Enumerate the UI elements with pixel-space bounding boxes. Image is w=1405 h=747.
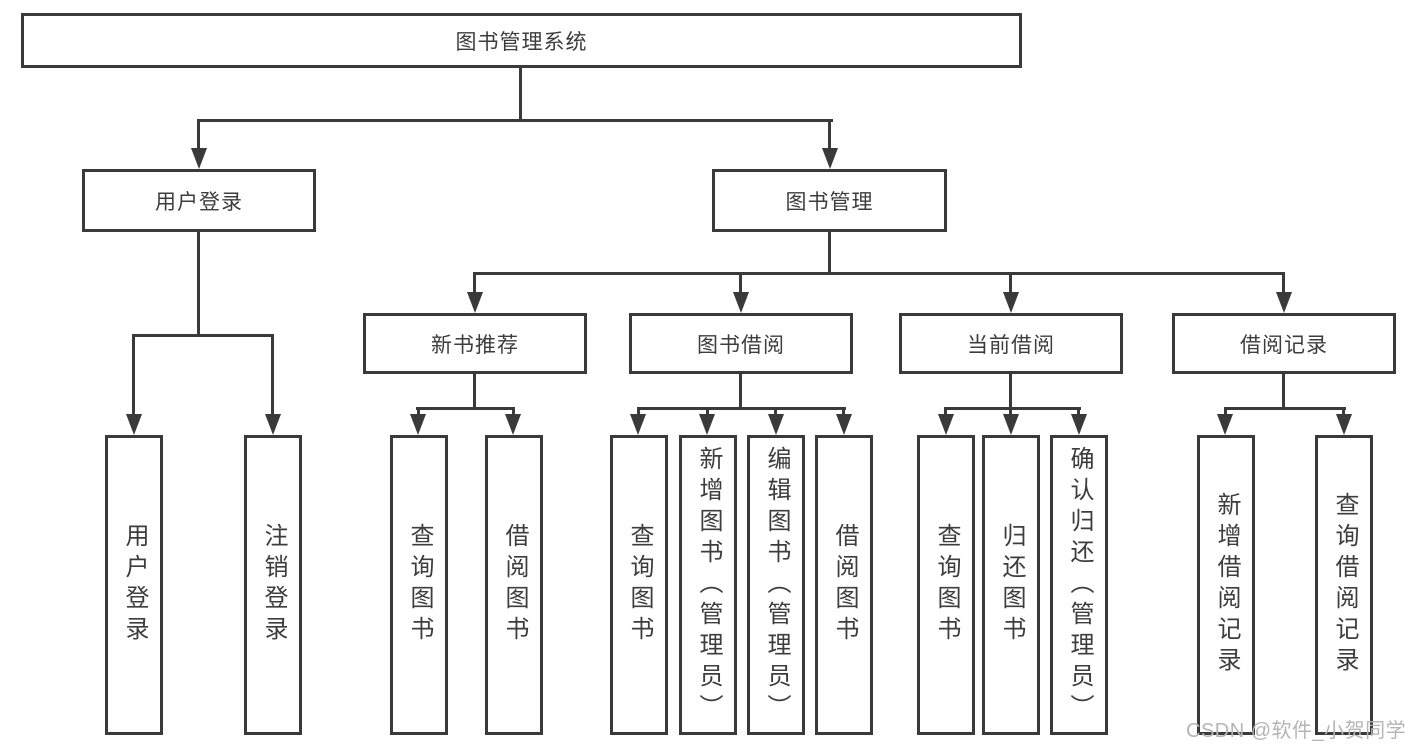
connector-line [706, 407, 709, 416]
connector-line [739, 272, 742, 295]
arrow-down-icon [699, 414, 715, 435]
leaf-logout-label: 注销登录 [260, 523, 287, 647]
arrow-down-icon [1003, 292, 1019, 313]
leaf-query-books-borrow: 查询图书 [610, 435, 668, 735]
node-book-borrowing-label: 图书借阅 [697, 333, 785, 357]
leaf-confirm-return-admin: 确认归还（管理员） [1050, 435, 1108, 735]
leaf-add-books-admin: 新增图书（管理员） [679, 435, 737, 735]
connector-line [828, 232, 831, 274]
leaf-query-books-recommend-label: 查询图书 [406, 523, 433, 647]
connector-line [637, 407, 640, 416]
leaf-borrow-books-recommend: 借阅图书 [485, 435, 543, 735]
leaf-add-borrow-record-label: 新增借阅记录 [1213, 492, 1240, 678]
connector-line [417, 407, 420, 416]
leaf-query-books-current-label: 查询图书 [933, 523, 960, 647]
connector-line [842, 407, 845, 416]
node-root: 图书管理系统 [21, 13, 1022, 68]
connector-line [416, 407, 515, 410]
connector-line [739, 374, 742, 408]
node-current-borrowing: 当前借阅 [899, 313, 1123, 374]
leaf-logout: 注销登录 [244, 435, 302, 735]
node-root-label: 图书管理系统 [455, 30, 588, 54]
leaf-add-borrow-record: 新增借阅记录 [1197, 435, 1255, 735]
arrow-down-icon [191, 148, 207, 169]
connector-line [1009, 374, 1012, 408]
arrow-down-icon [467, 292, 483, 313]
connector-line [1282, 374, 1285, 408]
arrow-down-icon [505, 414, 521, 435]
node-current-borrowing-label: 当前借阅 [967, 333, 1055, 357]
connector-line [519, 68, 522, 121]
arrow-down-icon [733, 292, 749, 313]
leaf-add-books-admin-label: 新增图书（管理员） [695, 445, 722, 725]
arrow-down-icon [822, 148, 838, 169]
connector-line [944, 407, 1081, 410]
node-user-login-label: 用户登录 [155, 190, 243, 214]
arrow-down-icon [1336, 414, 1352, 435]
arrow-down-icon [1217, 414, 1233, 435]
connector-line [132, 334, 135, 415]
node-user-login: 用户登录 [82, 169, 316, 232]
node-book-borrowing: 图书借阅 [629, 313, 853, 374]
connector-line [828, 119, 831, 150]
arrow-down-icon [630, 414, 646, 435]
connector-line [473, 374, 476, 408]
connector-line [197, 119, 200, 150]
leaf-confirm-return-admin-label: 确认归还（管理员） [1066, 445, 1093, 725]
leaf-edit-books-admin-label: 编辑图书（管理员） [763, 445, 790, 725]
node-borrowing-records-label: 借阅记录 [1240, 333, 1328, 357]
arrow-down-icon [265, 414, 281, 435]
arrow-down-icon [1276, 292, 1292, 313]
connector-line [774, 407, 777, 416]
arrow-down-icon [1003, 414, 1019, 435]
connector-line [473, 272, 1285, 275]
leaf-return-books: 归还图书 [982, 435, 1040, 735]
node-book-management-label: 图书管理 [785, 190, 874, 214]
leaf-borrow-books-recommend-label: 借阅图书 [501, 523, 528, 647]
node-new-book-recommend-label: 新书推荐 [431, 333, 519, 357]
leaf-user-login-label: 用户登录 [121, 523, 148, 647]
arrow-down-icon [410, 414, 426, 435]
connector-line [197, 119, 833, 122]
connector-line [1342, 407, 1345, 416]
arrow-down-icon [126, 414, 142, 435]
leaf-user-login: 用户登录 [105, 435, 163, 735]
connector-line [132, 334, 274, 337]
node-borrowing-records: 借阅记录 [1172, 313, 1396, 374]
node-book-management: 图书管理 [712, 169, 947, 232]
arrow-down-icon [1071, 414, 1087, 435]
leaf-query-borrow-record-label: 查询借阅记录 [1331, 492, 1358, 678]
leaf-borrow-books-borrow: 借阅图书 [815, 435, 873, 735]
node-new-book-recommend: 新书推荐 [363, 313, 587, 374]
csdn-watermark: CSDN @软件_小贺同学 [1186, 720, 1405, 742]
connector-line [1009, 272, 1012, 295]
leaf-return-books-label: 归还图书 [998, 523, 1025, 647]
leaf-query-books-current: 查询图书 [917, 435, 975, 735]
leaf-borrow-books-borrow-label: 借阅图书 [831, 523, 858, 647]
connector-line [1224, 407, 1227, 416]
arrow-down-icon [938, 414, 954, 435]
leaf-query-books-recommend: 查询图书 [390, 435, 448, 735]
connector-line [1282, 272, 1285, 295]
leaf-query-books-borrow-label: 查询图书 [626, 523, 653, 647]
connector-line [271, 334, 274, 415]
arrow-down-icon [768, 414, 784, 435]
connector-line [944, 407, 947, 416]
connector-line [1224, 407, 1346, 410]
arrow-down-icon [836, 414, 852, 435]
connector-line [637, 407, 846, 410]
connector-line [1009, 407, 1012, 416]
connector-line [473, 272, 476, 295]
connector-line [197, 232, 200, 335]
leaf-query-borrow-record: 查询借阅记录 [1315, 435, 1373, 735]
connector-line [1077, 407, 1080, 416]
leaf-edit-books-admin: 编辑图书（管理员） [747, 435, 805, 735]
connector-line [512, 407, 515, 416]
